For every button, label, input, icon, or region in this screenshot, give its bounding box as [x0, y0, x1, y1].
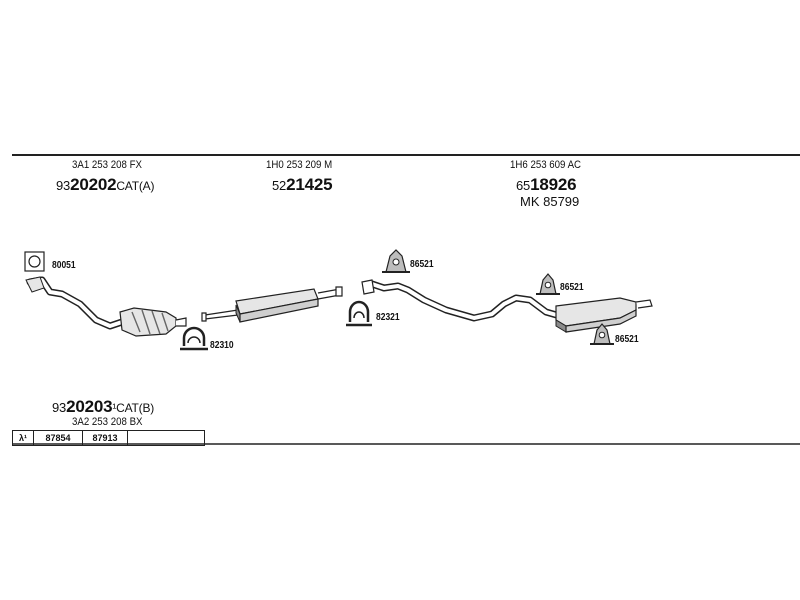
label-clamp-mid: 82321: [376, 312, 400, 323]
lambda-cell-3: [128, 431, 204, 445]
group-1-number-bold: 20202: [70, 175, 117, 194]
lambda-cell-1: 87854: [34, 431, 83, 445]
group-3-number-bold: 18926: [530, 175, 577, 194]
group-3-number-prefix: 65: [516, 178, 531, 193]
alt-number-prefix: 93: [52, 400, 67, 415]
group-1-number-prefix: 93: [56, 178, 71, 193]
group-1-part-number: 9320202CAT(A): [56, 176, 154, 193]
lambda-symbol: λ¹: [13, 431, 34, 445]
group-2-number-bold: 21425: [286, 175, 333, 194]
group-2-part-number: 5221425: [272, 175, 333, 194]
group-3-ref: 1H6 253 609 AC: [510, 159, 582, 171]
middle-silencer: [201, 286, 343, 323]
lambda-cell-2: 87913: [83, 431, 128, 445]
clamp-mid-icon: [346, 300, 372, 327]
group-3-part-number: 6518926: [516, 175, 577, 194]
alt-number-bold: 20203: [66, 397, 113, 416]
group-1-number-suffix: CAT(A): [116, 179, 155, 193]
alt-ref: 3A2 253 208 BX: [72, 416, 143, 428]
group-2-ref: 1H0 253 209 M: [266, 159, 333, 171]
alt-number-suffix: CAT(B): [116, 401, 155, 415]
group-1-ref: 3A1 253 208 FX: [72, 159, 142, 171]
group-3-mk: MK 85799: [520, 194, 580, 209]
alt-number-marker: ¹: [112, 401, 117, 415]
label-clamp-front: 82310: [210, 340, 234, 351]
rear-pipe-silencer: [361, 279, 653, 333]
gasket-icon: [24, 251, 45, 272]
label-hanger-mid: 86521: [410, 259, 434, 270]
clamp-front-icon: [180, 326, 208, 351]
front-pipe-catalytic-converter: [25, 276, 187, 337]
group-2-number-prefix: 52: [272, 178, 287, 193]
label-gasket: 80051: [52, 260, 76, 271]
alt-part-number: 9320203¹CAT(B): [52, 398, 154, 415]
hanger-rear-top-icon: [536, 273, 560, 295]
label-hanger-rear-top: 86521: [560, 282, 584, 293]
hanger-rear-bottom-icon: [590, 323, 614, 345]
hanger-mid-icon: [382, 249, 410, 273]
label-hanger-rear-bottom: 86521: [615, 334, 639, 345]
lambda-table: λ¹ 87854 87913: [12, 430, 205, 446]
